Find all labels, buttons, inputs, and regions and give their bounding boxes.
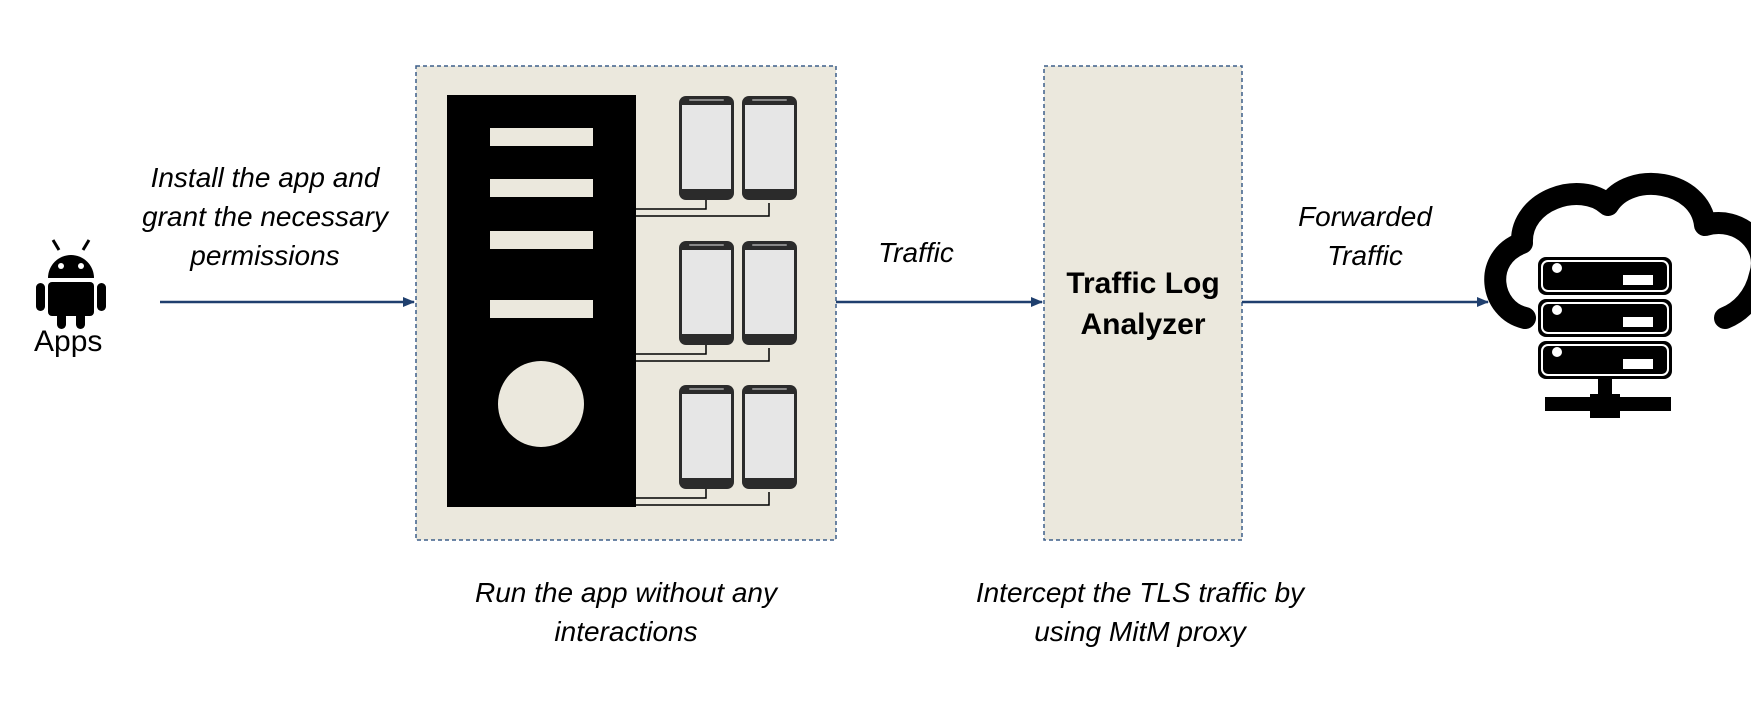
analyzer-title-line-1: Traffic Log xyxy=(1066,267,1220,300)
analyzer-title-line-2: Analyzer xyxy=(1080,308,1206,341)
traffic-label: Traffic xyxy=(878,237,954,268)
install-label-line-2: grant the necessary xyxy=(142,201,388,232)
cloud-server-icon xyxy=(1484,173,1751,418)
smartphone-icon xyxy=(742,385,797,489)
install-label: Install the app and grant the necessary … xyxy=(115,158,415,275)
emulator-caption: Run the app without any interactions xyxy=(416,573,836,651)
forwarded-label-line-2: Traffic xyxy=(1327,240,1403,271)
analyzer-caption-line-1: Intercept the TLS traffic by xyxy=(975,577,1305,608)
install-label-line-1: Install the app and xyxy=(150,162,380,193)
smartphone-icon xyxy=(742,241,797,345)
smartphone-icon xyxy=(679,241,734,345)
forwarded-label-line-1: Forwarded xyxy=(1298,201,1432,232)
apps-label: Apps xyxy=(34,325,103,358)
smartphone-icon xyxy=(679,96,734,200)
analyzer-box xyxy=(1043,65,1243,541)
smartphone-icon xyxy=(742,96,797,200)
emulator-caption-line-1: Run the app without any xyxy=(475,577,777,608)
phone-connectors xyxy=(636,200,770,506)
install-label-line-3: permissions xyxy=(190,240,340,271)
analyzer-caption: Intercept the TLS traffic by using MitM … xyxy=(940,573,1340,651)
emulator-caption-line-2: interactions xyxy=(554,616,698,647)
smartphone-icon xyxy=(679,385,734,489)
forwarded-label: Forwarded Traffic xyxy=(1260,197,1470,275)
analyzer-caption-line-2: using MitM proxy xyxy=(1034,616,1246,647)
phone-grid xyxy=(679,96,797,489)
analyzer-title: Traffic Log Analyzer xyxy=(1044,263,1242,345)
android-icon xyxy=(36,239,106,329)
server-tower-icon xyxy=(447,95,636,507)
